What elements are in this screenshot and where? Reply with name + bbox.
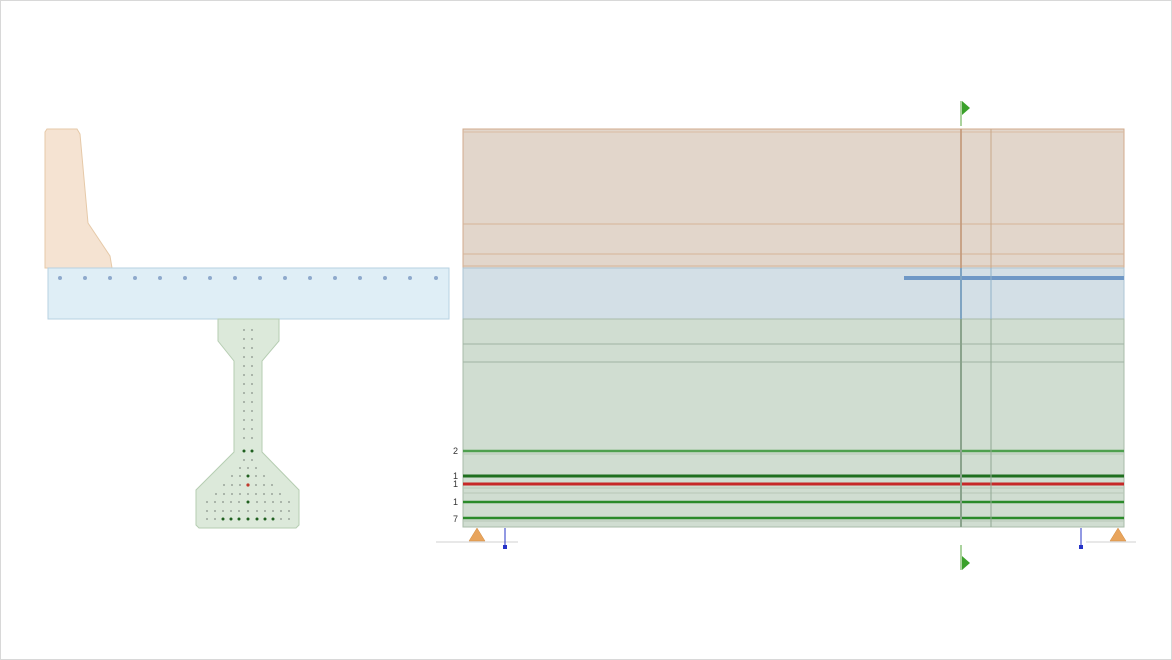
cross-section — [44, 128, 450, 529]
deck-reinforcement-bar — [904, 276, 1124, 280]
marker-right-icon — [1079, 528, 1083, 549]
girder-zone — [462, 318, 1125, 528]
web-strands — [206, 329, 290, 520]
strand-label: 1 — [453, 497, 458, 507]
girder-shape — [195, 318, 300, 529]
highlighted-strand — [246, 483, 250, 487]
strand-label: 7 — [453, 514, 458, 524]
strand-labels: 2 1 1 1 7 — [453, 446, 458, 524]
marker-left-icon — [503, 528, 507, 549]
section-flag-top-icon[interactable] — [960, 101, 970, 126]
elevation: 2 1 1 1 7 — [436, 101, 1136, 570]
strand-label: 2 — [453, 446, 458, 456]
support-right-icon — [1109, 527, 1127, 542]
deck-slab — [47, 267, 450, 320]
section-flag-bottom-icon[interactable] — [960, 545, 970, 570]
support-left-icon — [468, 527, 486, 542]
strand-label: 1 — [453, 479, 458, 489]
strand-label: 1 — [453, 471, 458, 481]
deck-rebar-row — [58, 276, 438, 280]
active-strands — [221, 449, 275, 521]
deck-zone — [462, 267, 1125, 320]
barrier-shape — [44, 128, 113, 269]
barrier-zone — [462, 128, 1125, 269]
